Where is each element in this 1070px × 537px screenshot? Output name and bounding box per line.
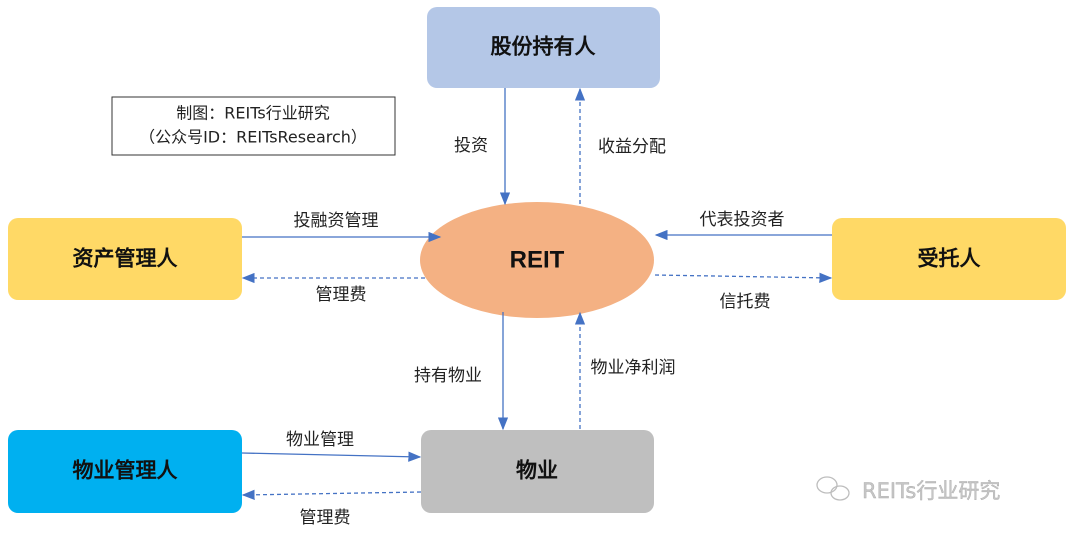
caption-line2: （公众号ID：REITsResearch） — [139, 128, 367, 147]
edge-label-mgmt-fee: 管理费 — [316, 285, 367, 305]
node-property: 物业 — [421, 430, 654, 513]
edge-label-mgmt-fee-2: 管理费 — [300, 508, 351, 528]
node-label: 股份持有人 — [491, 34, 596, 59]
wechat-icon — [816, 476, 850, 501]
node-label: 物业 — [516, 458, 558, 483]
edge-label-investment-mgmt: 投融资管理 — [294, 211, 379, 231]
edge-label-property-mgmt: 物业管理 — [286, 430, 354, 450]
edge-label-hold-property: 持有物业 — [414, 366, 482, 386]
node-shareholders: 股份持有人 — [427, 7, 660, 88]
node-trustee: 受托人 — [832, 218, 1066, 300]
node-label: 受托人 — [918, 246, 981, 271]
arrow-trust-fee — [654, 272, 833, 283]
watermark: REITs行业研究 — [816, 476, 1001, 503]
node-property-manager: 物业管理人 — [8, 430, 242, 513]
edge-label-net-profit: 物业净利润 — [591, 358, 676, 378]
edge-label-distribution: 收益分配 — [598, 137, 666, 157]
node-label: REIT — [510, 246, 565, 273]
arrow-property-mgmt — [241, 451, 422, 462]
watermark-text: REITs行业研究 — [862, 479, 1000, 503]
node-label: 资产管理人 — [73, 246, 178, 271]
caption-box: 制图：REITs行业研究 （公众号ID：REITsResearch） — [111, 96, 396, 156]
arrow-mgmt-fee-2 — [241, 489, 422, 501]
node-reit: REIT — [420, 202, 654, 318]
node-asset-manager: 资产管理人 — [8, 218, 242, 300]
node-label: 物业管理人 — [73, 458, 178, 483]
edge-label-invest: 投资 — [454, 136, 488, 156]
caption-line1: 制图：REITs行业研究 — [176, 104, 329, 123]
edge-label-represent-investors: 代表投资者 — [700, 210, 785, 230]
edge-label-trust-fee: 信托费 — [720, 292, 771, 312]
